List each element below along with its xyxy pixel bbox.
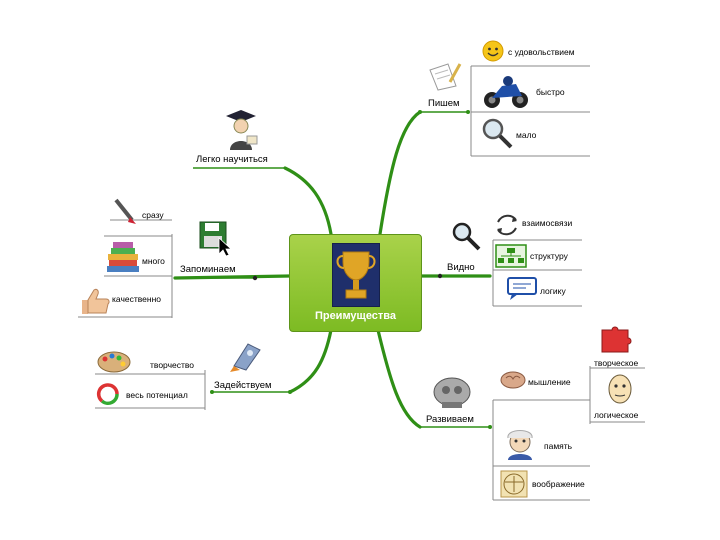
magnifier-see-icon: [452, 222, 481, 251]
palette-icon: [97, 351, 131, 373]
trophy-frame: [332, 243, 380, 307]
pen-icon: [114, 198, 136, 224]
trophy-icon: [336, 251, 376, 299]
item-engage-1[interactable]: творчество: [150, 360, 195, 370]
chat-icon: [507, 277, 537, 300]
branch-line-engage: [288, 328, 333, 394]
item-memorize-1[interactable]: сразу: [142, 210, 164, 220]
pen-paper-icon: [429, 63, 462, 91]
recycle-icon: [96, 383, 119, 406]
central-topic-label: Преимущества: [314, 310, 397, 322]
branch-label-see[interactable]: Видно: [447, 262, 475, 273]
arrows-icon: [497, 214, 517, 236]
magnifier-icon: [482, 118, 513, 149]
graduate-icon: [226, 110, 258, 150]
item-develop-2[interactable]: творческое: [594, 358, 639, 368]
branch-label-engage[interactable]: Задействуем: [214, 380, 272, 391]
item-develop-3[interactable]: логическое: [594, 410, 639, 420]
structure-icon: [495, 244, 527, 268]
item-develop-5[interactable]: воображение: [532, 479, 585, 489]
branch-label-memorize[interactable]: Запоминаем: [180, 264, 236, 275]
vitruvian-icon: [500, 470, 528, 498]
item-memorize-2[interactable]: много: [142, 256, 165, 266]
puzzle-icon: [601, 326, 632, 353]
item-develop-4[interactable]: память: [544, 441, 573, 451]
item-write-2[interactable]: быстро: [536, 87, 565, 97]
brain-icon: [500, 371, 526, 389]
smiley-icon: [482, 40, 504, 62]
item-see-2[interactable]: структуру: [530, 251, 568, 261]
cursor-icon: [218, 237, 233, 257]
rocket-icon: [230, 343, 261, 372]
thumbs-up-icon: [82, 288, 110, 314]
item-memorize-3[interactable]: качественно: [112, 294, 162, 304]
branch-line-develop: [376, 328, 422, 429]
books-icon: [107, 242, 139, 272]
item-see-1[interactable]: взаимосвязи: [522, 218, 573, 228]
branch-line-easy: [283, 166, 333, 236]
item-write-1[interactable]: с удовольствием: [508, 47, 575, 57]
item-engage-2[interactable]: весь потенциал: [126, 390, 188, 400]
robot-icon: [433, 377, 471, 408]
einstein-icon: [507, 430, 533, 460]
item-write-3[interactable]: мало: [516, 130, 537, 140]
branch-label-develop[interactable]: Развиваем: [426, 414, 474, 425]
branch-label-write[interactable]: Пишем: [428, 98, 460, 109]
central-topic[interactable]: Преимущества: [289, 234, 422, 332]
item-see-3[interactable]: логику: [540, 286, 566, 296]
branch-label-easy[interactable]: Легко научиться: [196, 154, 268, 165]
face-icon: [608, 374, 632, 404]
branch-line-write: [378, 110, 422, 236]
item-develop-1[interactable]: мышление: [528, 377, 571, 387]
motorcycle-icon: [484, 76, 528, 108]
